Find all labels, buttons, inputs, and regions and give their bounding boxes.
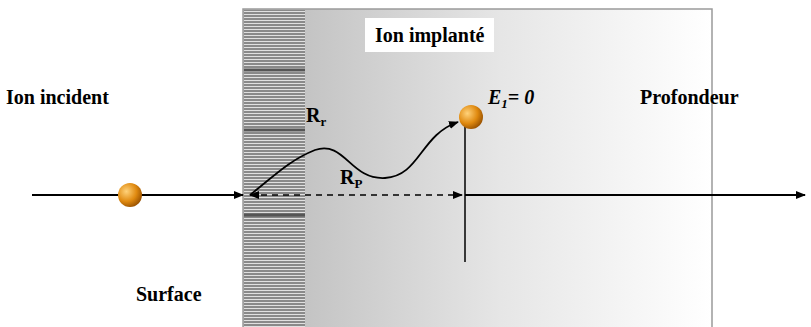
implanted-ion: [459, 105, 483, 129]
implanted-ion-label: Ion implanté: [365, 18, 494, 52]
ion-trajectory: [250, 122, 458, 195]
incident-ion: [118, 183, 142, 207]
incident-ion-label: Ion incident: [6, 86, 109, 108]
depth-label: Profondeur: [640, 86, 739, 108]
projected-range-label: RP: [340, 166, 362, 191]
real-range-label: Rr: [306, 104, 326, 129]
substrate: [243, 9, 712, 327]
surface-layer: [244, 10, 305, 327]
surface-label: Surface: [136, 283, 202, 305]
energy-label: E1= 0: [488, 86, 534, 111]
depth-marker: [464, 125, 466, 262]
projected-range-arrow: [250, 194, 462, 196]
depth-axis: [465, 194, 805, 196]
